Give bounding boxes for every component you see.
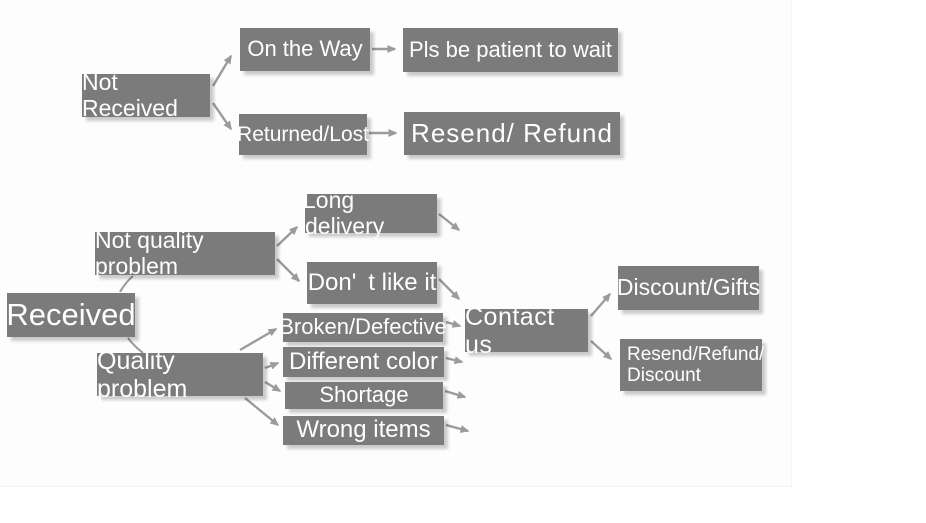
- node-shortage: Shortage: [285, 382, 443, 409]
- node-received: Received: [6, 293, 136, 337]
- arrow-different-color-to-contact-us: [445, 356, 464, 365]
- node-not-received: Not Received: [82, 69, 210, 120]
- arrow-long-delivery-to-contact-us: [438, 213, 461, 231]
- arrow-not-received-to-returned-lost: [212, 102, 232, 131]
- arrow-not-quality-to-long-delivery: [276, 225, 299, 247]
- arrow-wrong-items-to-contact-us: [445, 423, 470, 433]
- arrow-quality-problem-to-broken: [239, 327, 278, 352]
- node-discount-gifts: Discount/Gifts: [617, 266, 760, 310]
- arrow-quality-problem-to-wrong-items: [244, 397, 280, 426]
- node-resend-refund-discount: Resend/Refund/ Discount: [620, 339, 764, 391]
- node-dont-like-it: Don' t like it: [307, 262, 437, 304]
- node-pls-wait: Pls be patient to wait: [403, 28, 618, 72]
- line-received-to-not-quality: [119, 275, 134, 293]
- arrow-contact-us-to-resend-refund-discount: [590, 340, 613, 361]
- node-wrong-items: Wrong items: [283, 416, 444, 445]
- node-not-quality-problem: Not quality problem: [95, 227, 275, 278]
- arrow-broken-to-contact-us: [445, 320, 462, 328]
- node-on-the-way: On the Way: [240, 28, 370, 71]
- arrow-quality-problem-to-different-color: [264, 361, 280, 370]
- arrow-not-quality-to-dont-like: [276, 258, 301, 283]
- arrow-dont-like-to-contact-us: [438, 278, 461, 301]
- node-broken-defective: Broken/Defective: [279, 313, 447, 342]
- line-received-to-quality-problem: [127, 337, 144, 354]
- arrow-contact-us-to-discount-gifts: [590, 292, 611, 317]
- node-resend-refund: Resend/ Refund: [404, 112, 620, 155]
- node-contact-us: Contact us: [465, 303, 588, 359]
- node-quality-problem: Quality problem: [97, 347, 263, 403]
- arrow-quality-problem-to-shortage: [264, 380, 282, 393]
- arrow-not-received-to-on-the-way: [211, 54, 233, 87]
- node-returned-lost: Returned/Lost: [237, 114, 369, 155]
- arrow-shortage-to-contact-us: [444, 389, 467, 399]
- node-long-delivery: Long delivery: [303, 187, 437, 238]
- node-different-color: Different color: [283, 347, 444, 377]
